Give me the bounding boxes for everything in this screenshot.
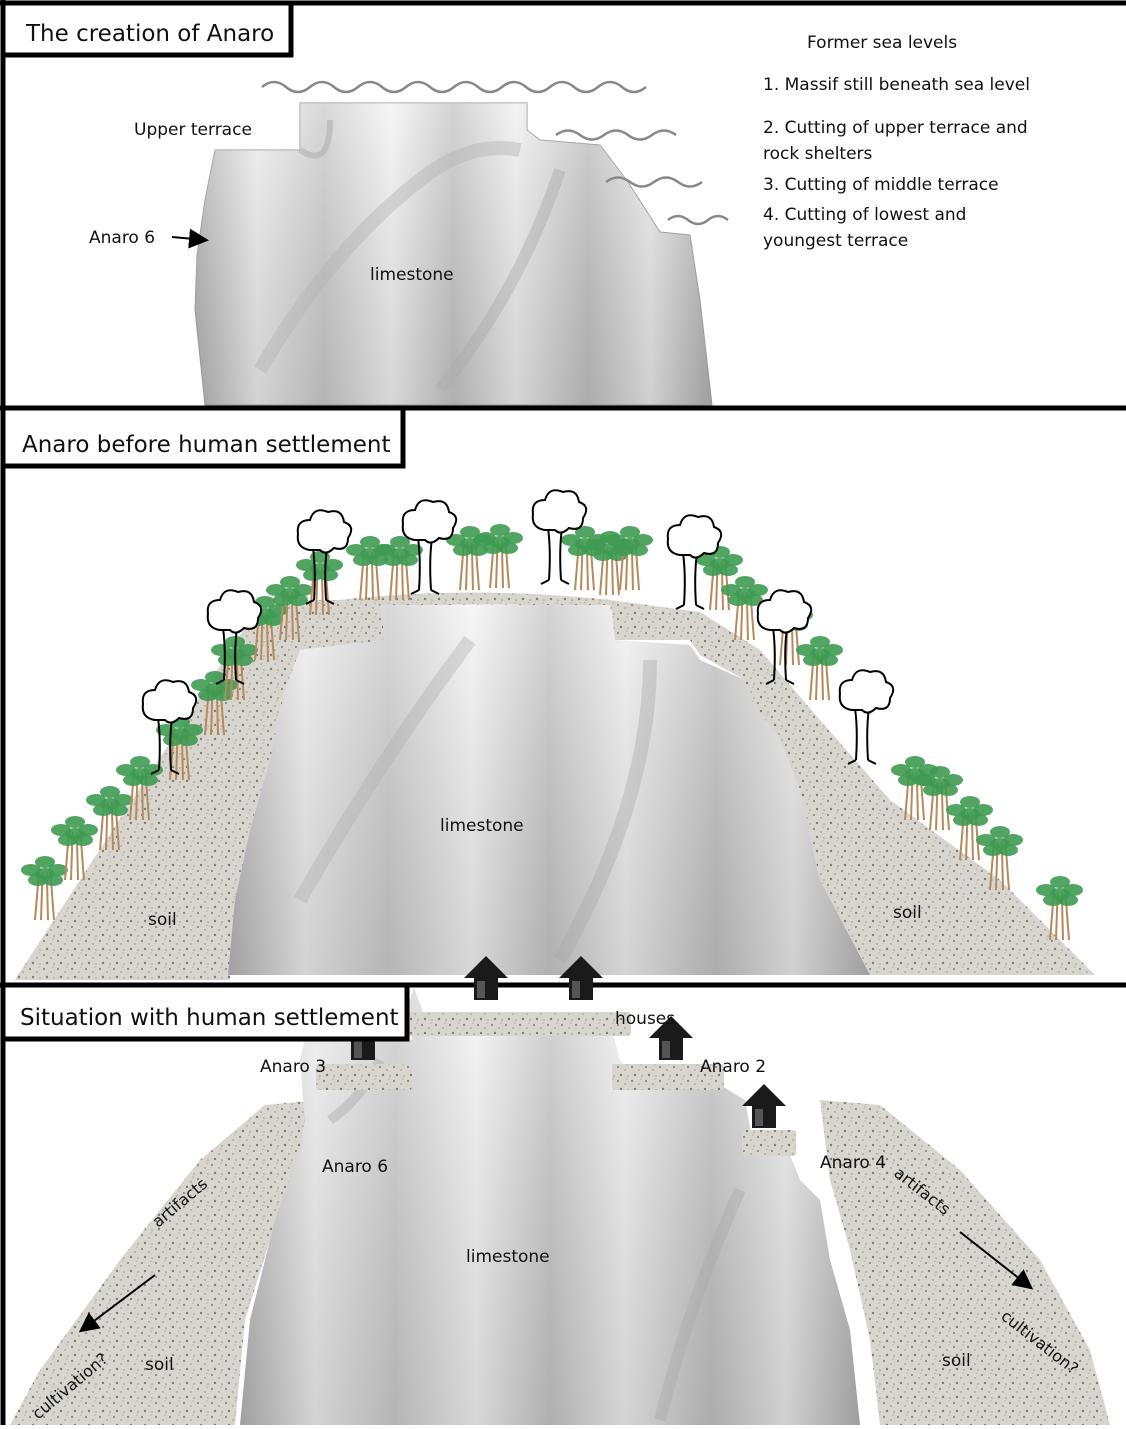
anaro3-label: Anaro 3 bbox=[260, 1057, 326, 1077]
legend-item: 4. Cutting of lowest and bbox=[763, 205, 966, 225]
houses-label: houses bbox=[615, 1009, 675, 1029]
limestone-label: limestone bbox=[440, 816, 524, 836]
soil-left-label: soil bbox=[148, 910, 177, 930]
anaro6-label: Anaro 6 bbox=[89, 228, 155, 248]
legend-item: 2. Cutting of upper terrace and bbox=[763, 118, 1028, 138]
legend-title: Former sea levels bbox=[807, 33, 957, 53]
soil-right-label: soil bbox=[893, 903, 922, 923]
legend-item: 1. Massif still beneath sea level bbox=[763, 75, 1030, 95]
tree-outline bbox=[840, 670, 893, 764]
panel-with-settlement: Situation with human settlement houses A… bbox=[3, 956, 1110, 1425]
panel-title: Situation with human settlement bbox=[20, 1005, 399, 1031]
top-terrace bbox=[403, 1012, 631, 1036]
soil-right-label: soil bbox=[942, 1351, 971, 1371]
panel-title: Anaro before human settlement bbox=[22, 432, 390, 458]
lowest-terrace bbox=[742, 1130, 796, 1156]
left-terrace bbox=[316, 1064, 412, 1090]
anaro4-label: Anaro 4 bbox=[820, 1153, 886, 1173]
legend-item: youngest terrace bbox=[763, 231, 908, 251]
anaro6-label: Anaro 6 bbox=[322, 1157, 388, 1177]
limestone-label: limestone bbox=[370, 265, 454, 285]
tree bbox=[476, 524, 523, 588]
limestone-label: limestone bbox=[466, 1247, 550, 1267]
anaro2-label: Anaro 2 bbox=[700, 1057, 766, 1077]
legend-item: rock shelters bbox=[763, 144, 873, 164]
sea-level-legend: 1. Massif still beneath sea level 2. Cutt… bbox=[763, 75, 1030, 251]
tree bbox=[796, 636, 843, 700]
panel-creation: The creation of Anaro Former sea levels … bbox=[3, 3, 1030, 405]
soil-left-label: soil bbox=[145, 1355, 174, 1375]
panel-title: The creation of Anaro bbox=[25, 21, 274, 47]
panel-before-settlement: Anaro before human settlement limestone … bbox=[3, 408, 1095, 980]
tree bbox=[376, 536, 423, 600]
upper-terrace-label: Upper terrace bbox=[134, 120, 252, 140]
legend-item: 3. Cutting of middle terrace bbox=[763, 175, 999, 195]
soil-right bbox=[820, 1100, 1110, 1425]
